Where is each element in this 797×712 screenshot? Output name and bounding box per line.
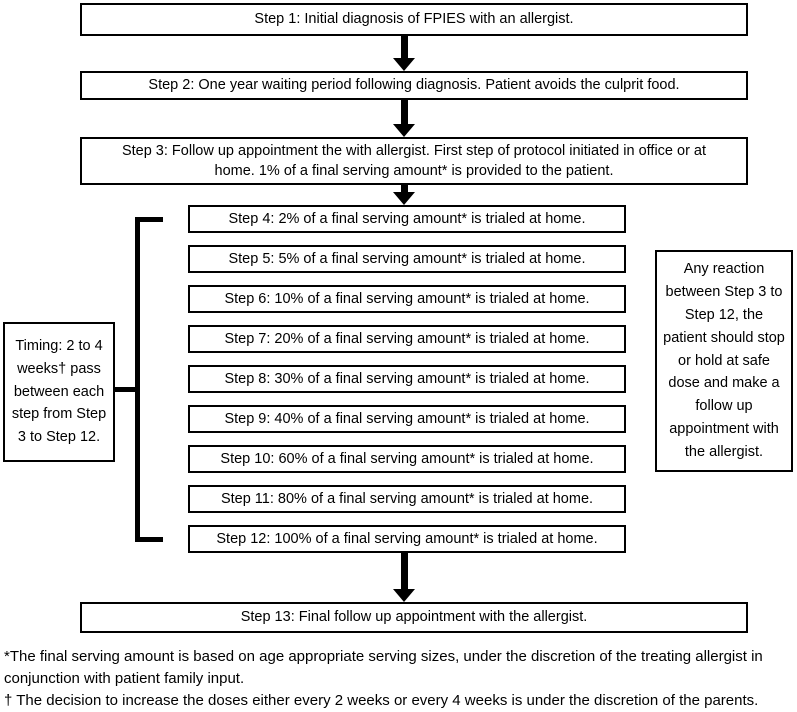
step-4-box: Step 4: 2% of a final serving amount* is… (188, 205, 626, 233)
step-1-box: Step 1: Initial diagnosis of FPIES with … (80, 3, 748, 36)
step-11-box: Step 11: 80% of a final serving amount* … (188, 485, 626, 513)
bracket-vertical-line (135, 217, 140, 542)
bracket-timing-connector (113, 387, 135, 392)
bracket-bottom-arm (140, 537, 163, 542)
bracket-top-arm (140, 217, 163, 222)
timing-note-box: Timing: 2 to 4 weeks† pass between each … (3, 322, 115, 462)
down-arrow-icon (393, 36, 415, 71)
step-7-box: Step 7: 20% of a final serving amount* i… (188, 325, 626, 353)
step-5-box: Step 5: 5% of a final serving amount* is… (188, 245, 626, 273)
home-trial-steps-column: Step 4: 2% of a final serving amount* is… (188, 205, 626, 553)
step-13-box: Step 13: Final follow up appointment wit… (80, 602, 748, 633)
step-2-box: Step 2: One year waiting period followin… (80, 71, 748, 100)
step-12-box: Step 12: 100% of a final serving amount*… (188, 525, 626, 553)
down-arrow-icon (393, 100, 415, 137)
footnote-dagger: † The decision to increase the doses eit… (4, 691, 759, 709)
step-6-box: Step 6: 10% of a final serving amount* i… (188, 285, 626, 313)
down-arrow-icon (393, 553, 415, 602)
down-arrow-icon (393, 185, 415, 205)
step-3-box: Step 3: Follow up appointment the with a… (80, 137, 748, 185)
step-9-box: Step 9: 40% of a final serving amount* i… (188, 405, 626, 433)
footnote-asterisk: *The final serving amount is based on ag… (4, 648, 763, 687)
step-10-box: Step 10: 60% of a final serving amount* … (188, 445, 626, 473)
footnotes: *The final serving amount is based on ag… (4, 646, 793, 711)
reaction-note-box: Any reaction between Step 3 to Step 12, … (655, 250, 793, 472)
step-8-box: Step 8: 30% of a final serving amount* i… (188, 365, 626, 393)
